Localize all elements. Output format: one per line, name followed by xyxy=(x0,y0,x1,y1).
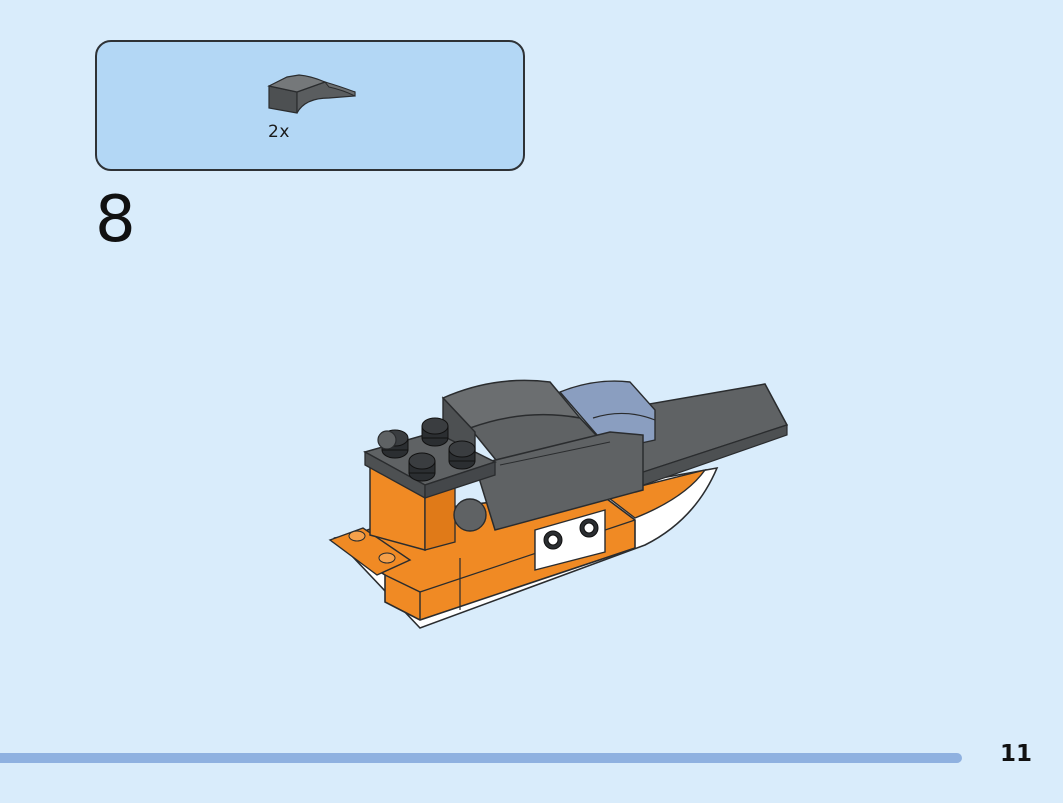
progress-bar xyxy=(0,753,962,763)
lego-boat-model-icon xyxy=(328,379,789,629)
page-number: 11 xyxy=(1000,741,1033,767)
parts-callout-box: 2x xyxy=(95,40,525,171)
dark-gray-curved-slope-brick-icon xyxy=(267,74,356,114)
step-number: 8 xyxy=(95,183,136,257)
part-quantity-label: 2x xyxy=(268,122,290,142)
